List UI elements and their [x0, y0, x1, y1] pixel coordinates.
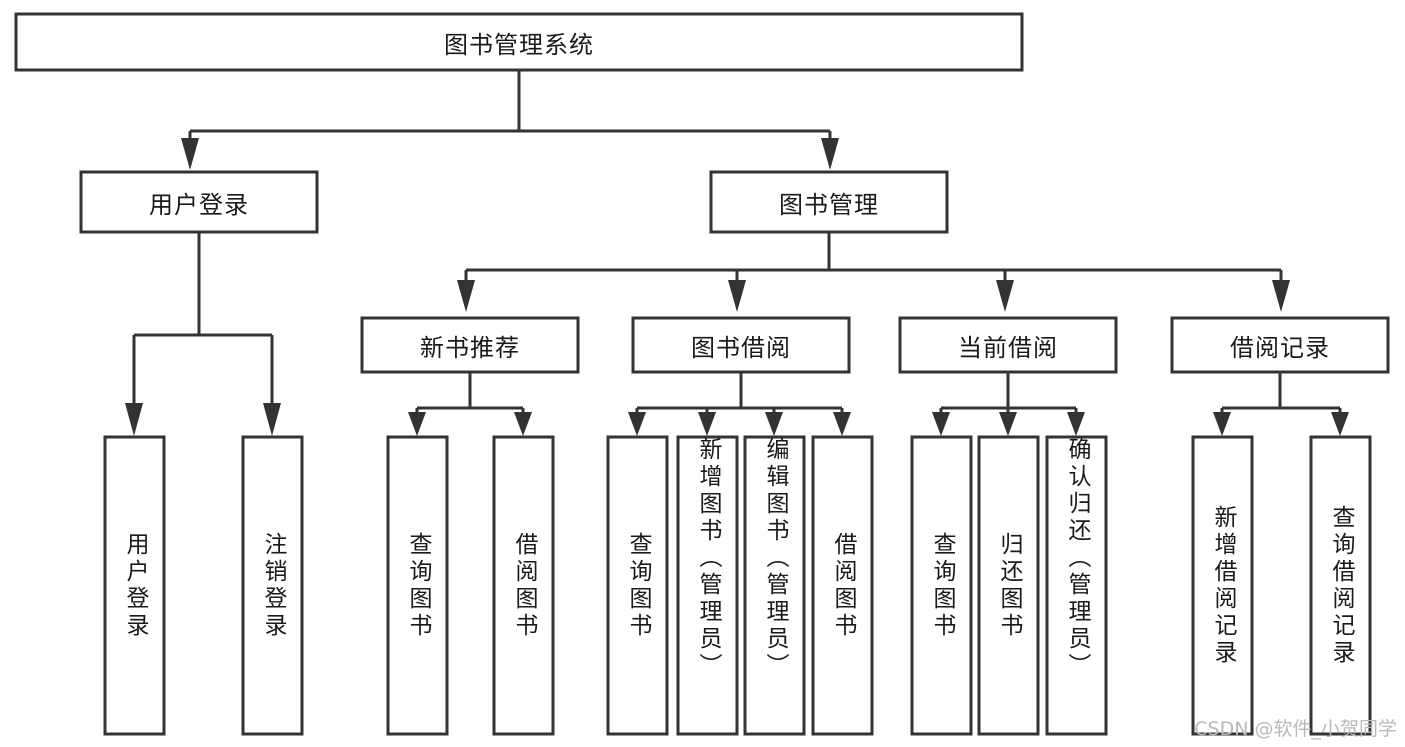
- arrow-head-record-0: [1213, 412, 1231, 436]
- leaf-borrow-0-box[interactable]: [606, 435, 669, 736]
- node-level3-1-box[interactable]: [631, 316, 851, 374]
- arrow-head-current-1: [999, 412, 1017, 436]
- arrow-head-level3-1: [728, 280, 746, 312]
- arrow-head-record-1: [1331, 412, 1349, 436]
- leaf-current-2-box[interactable]: [1045, 435, 1108, 736]
- leaf-borrow-1-box[interactable]: [676, 435, 739, 736]
- arrow-head-level3-0: [457, 280, 475, 312]
- leaf-borrow-3-box[interactable]: [811, 435, 874, 736]
- node-level2-1-box[interactable]: [709, 170, 949, 234]
- node-root-box[interactable]: [14, 12, 1024, 72]
- arrow-head-level2-0: [181, 138, 199, 170]
- arrow-head-recommend-1: [514, 412, 532, 436]
- node-level3-0-box[interactable]: [360, 316, 580, 374]
- leaf-current-1-box[interactable]: [977, 435, 1040, 736]
- arrow-head-borrow-1: [698, 412, 716, 436]
- arrow-head-recommend-0: [408, 412, 426, 436]
- leaf-user-login-0-box[interactable]: [103, 435, 166, 736]
- arrow-head-borrow-3: [833, 412, 851, 436]
- node-level3-2-box[interactable]: [898, 316, 1118, 374]
- leaf-recommend-1-box[interactable]: [492, 435, 555, 736]
- arrow-head-level3-3: [1272, 280, 1290, 312]
- leaf-recommend-0-box[interactable]: [386, 435, 449, 736]
- leaf-current-0-box[interactable]: [910, 435, 973, 736]
- arrow-head-userlogin-1: [263, 403, 281, 436]
- node-level3-3-box[interactable]: [1170, 316, 1390, 374]
- arrow-head-borrow-0: [628, 412, 646, 436]
- arrow-head-borrow-2: [765, 412, 783, 436]
- arrow-head-level3-2: [996, 280, 1014, 312]
- leaf-record-0-box[interactable]: [1191, 435, 1254, 736]
- arrow-head-current-0: [932, 412, 950, 436]
- arrow-head-userlogin-0: [125, 403, 143, 436]
- arrow-head-level2-1: [821, 138, 839, 170]
- leaf-record-1-box[interactable]: [1309, 435, 1372, 736]
- leaf-borrow-2-box[interactable]: [743, 435, 806, 736]
- arrow-head-current-2: [1067, 412, 1085, 436]
- leaf-user-login-1-box[interactable]: [241, 435, 304, 736]
- node-level2-0-box[interactable]: [79, 170, 319, 234]
